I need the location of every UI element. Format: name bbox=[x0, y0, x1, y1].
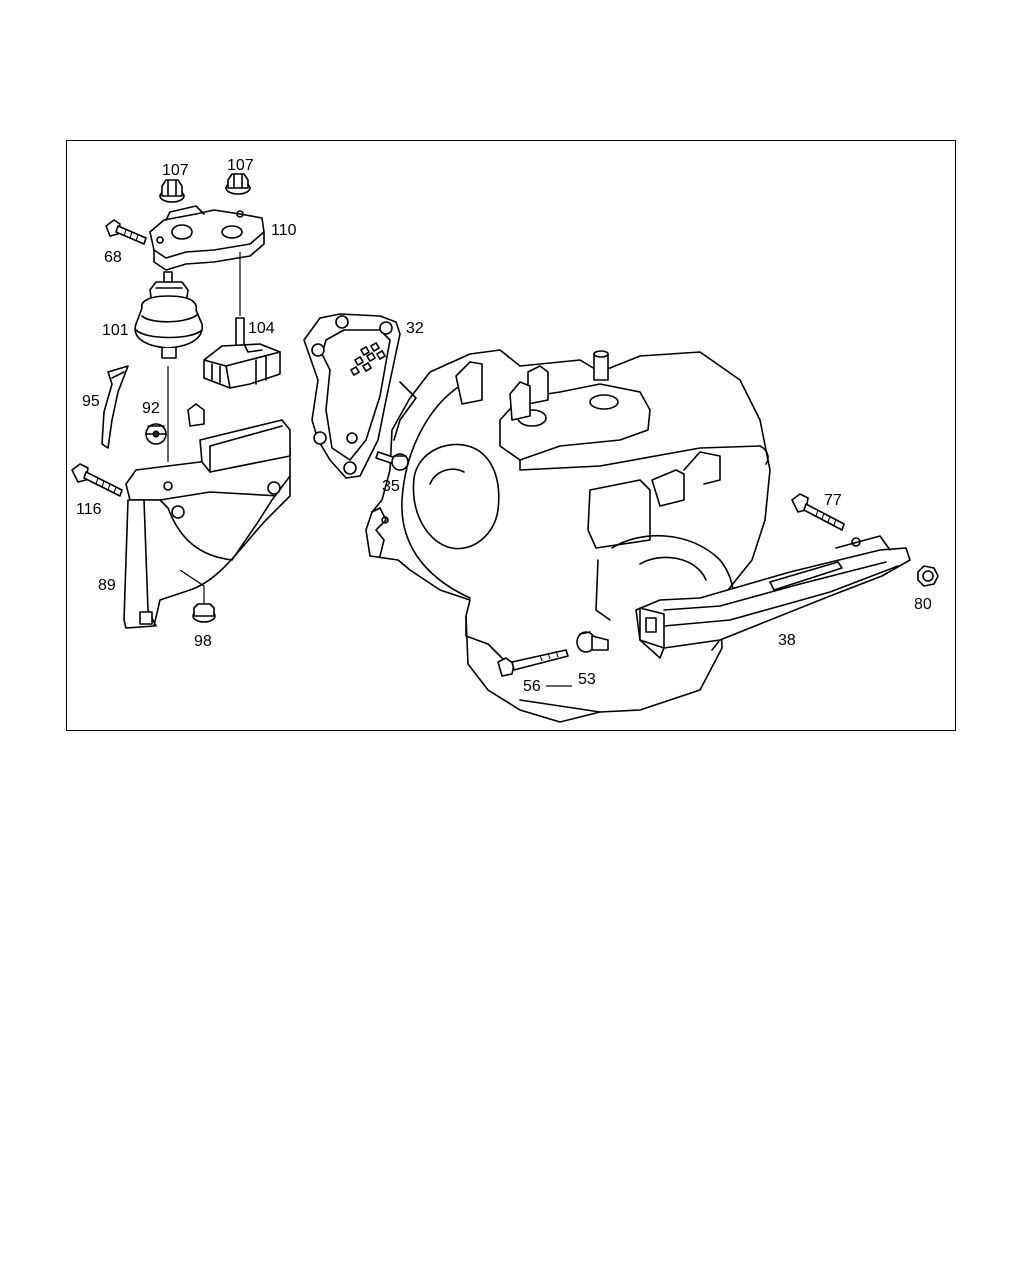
callout-92: 92 bbox=[142, 400, 160, 417]
callout-53: 53 bbox=[578, 671, 596, 688]
callout-116: 116 bbox=[76, 501, 102, 518]
cable-tie-95 bbox=[101, 365, 129, 449]
bolt-hole-cluster bbox=[350, 342, 386, 376]
nut-80 bbox=[917, 565, 939, 587]
callout-110: 110 bbox=[271, 222, 297, 239]
callout-38: 38 bbox=[778, 632, 796, 649]
callout-107-right: 107 bbox=[227, 157, 254, 174]
callout-89: 89 bbox=[98, 577, 116, 594]
mount-104 bbox=[203, 252, 281, 389]
engine-mount-101 bbox=[134, 271, 203, 359]
side-bracket-32 bbox=[303, 313, 401, 479]
bolt-116 bbox=[71, 463, 123, 497]
flange-nut-107-left bbox=[159, 179, 185, 203]
callout-35: 35 bbox=[382, 478, 400, 495]
bolt-77 bbox=[791, 493, 845, 531]
callout-104: 104 bbox=[248, 320, 275, 337]
callout-80: 80 bbox=[914, 596, 932, 613]
callout-98: 98 bbox=[194, 633, 212, 650]
bolt-35 bbox=[375, 451, 409, 471]
callout-101: 101 bbox=[102, 322, 129, 339]
nut-98 bbox=[192, 603, 216, 623]
bolt-68 bbox=[105, 219, 147, 245]
callout-labels: 107 107 68 110 101 104 32 95 92 116 35 7… bbox=[76, 157, 932, 695]
support-bracket-89 bbox=[123, 366, 291, 629]
callout-107-left: 107 bbox=[162, 162, 189, 179]
rubber-grommet-92 bbox=[145, 423, 167, 445]
crossmember-38 bbox=[635, 535, 911, 659]
callout-95: 95 bbox=[82, 393, 100, 410]
bolt-56 bbox=[497, 649, 572, 687]
callout-56: 56 bbox=[523, 678, 541, 695]
flange-nut-107-right bbox=[225, 173, 251, 195]
callout-77: 77 bbox=[824, 492, 842, 509]
upper-mount-bracket-110 bbox=[149, 205, 265, 271]
callout-32: 32 bbox=[406, 320, 424, 337]
screw-53 bbox=[576, 631, 609, 653]
callout-68: 68 bbox=[104, 249, 122, 266]
transmission-housing bbox=[365, 349, 771, 723]
